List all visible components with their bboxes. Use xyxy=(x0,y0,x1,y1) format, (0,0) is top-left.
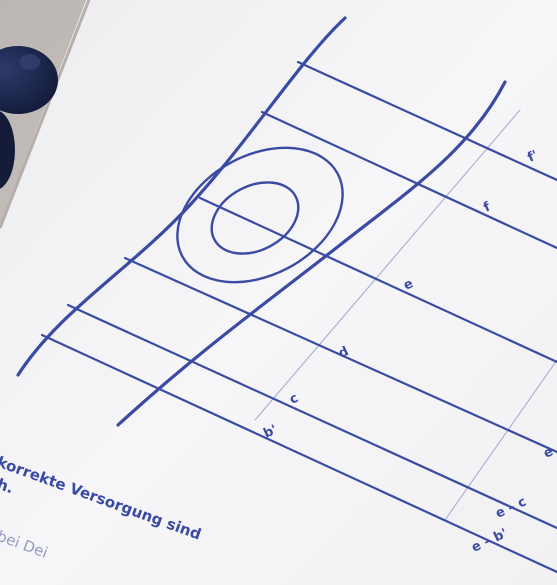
photo-scene: f' f e d c b' e – c e – b' e korrekte Ve… xyxy=(0,0,557,585)
